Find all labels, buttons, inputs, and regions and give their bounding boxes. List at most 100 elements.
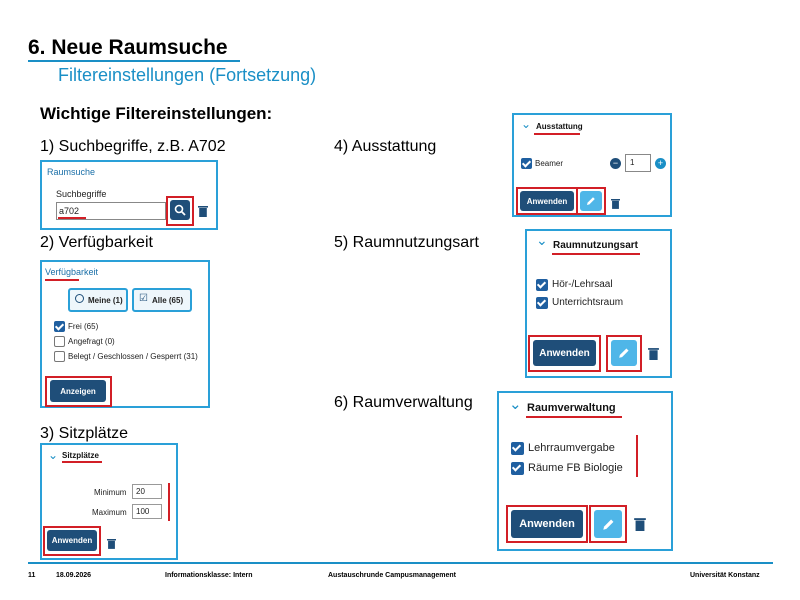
tab-mine[interactable]: Meine (1) xyxy=(68,288,128,312)
footer-org: Universität Konstanz xyxy=(690,572,760,579)
checkbox-biologie[interactable] xyxy=(511,462,524,475)
footer-classification: Informationsklasse: Intern xyxy=(165,572,253,579)
title-underline xyxy=(28,60,240,62)
label-admin: 6) Raumverwaltung xyxy=(334,394,473,411)
show-button[interactable]: Anzeigen xyxy=(50,380,106,402)
trash-icon[interactable] xyxy=(611,196,620,214)
usage-apply-button[interactable]: Anwenden xyxy=(533,340,596,366)
tab-mine-label: Meine (1) xyxy=(88,296,123,305)
label-seats: 3) Sitzplätze xyxy=(40,425,129,442)
label-equipment: 4) Ausstattung xyxy=(334,138,437,155)
search-panel: Raumsuche Suchbegriffe a702 xyxy=(40,160,218,230)
trash-icon[interactable] xyxy=(648,347,659,365)
search-input[interactable]: a702 xyxy=(56,202,166,220)
footer-divider xyxy=(28,562,773,564)
label-usage: 5) Raumnutzungsart xyxy=(334,234,479,251)
max-value: 100 xyxy=(136,507,150,516)
chevron-down-icon: ⌄ xyxy=(48,448,59,462)
search-icon xyxy=(174,204,186,216)
equipment-apply-button[interactable]: Anwenden xyxy=(520,191,574,211)
show-button-highlight xyxy=(45,376,112,407)
check-circle-icon: ☑ xyxy=(139,293,148,304)
usage-option-2: Unterrichtsraum xyxy=(552,297,624,308)
availability-header-highlight xyxy=(45,279,79,281)
search-value-highlight xyxy=(58,217,86,219)
trash-icon[interactable] xyxy=(107,536,116,554)
admin-panel: ⌄ Raumverwaltung Lehrraumvergabe Räume F… xyxy=(497,391,673,551)
checkbox-lecture-hall[interactable] xyxy=(536,279,548,291)
seats-apply-highlight xyxy=(43,526,101,556)
footer-date: 18.09.2026 xyxy=(56,572,92,579)
availability-header: Verfügbarkeit xyxy=(45,267,99,277)
edit-button[interactable] xyxy=(594,510,622,538)
checkbox-requested[interactable] xyxy=(54,336,65,347)
edit-button[interactable] xyxy=(611,340,637,366)
checkbox-beamer[interactable] xyxy=(521,158,532,169)
seats-header: Sitzplätze xyxy=(62,451,99,460)
edit-button[interactable] xyxy=(580,191,602,211)
search-input-value: a702 xyxy=(59,206,80,216)
max-label: Maximum xyxy=(92,508,127,517)
page-title: 6. Neue Raumsuche xyxy=(28,36,228,59)
chevron-down-icon: ⌄ xyxy=(509,396,522,413)
usage-panel: ⌄ Raumnutzungsart Hör-/Lehrsaal Unterric… xyxy=(525,229,672,378)
label-availability: 2) Verfügbarkeit xyxy=(40,234,153,251)
trash-icon[interactable] xyxy=(198,204,208,222)
availability-panel: Verfügbarkeit Meine (1) ☑ Alle (65) Frei… xyxy=(40,260,210,408)
min-value: 20 xyxy=(136,487,145,496)
option-occupied-label: Belegt / Geschlossen / Gesperrt (31) xyxy=(68,352,198,361)
minus-icon[interactable]: − xyxy=(610,158,621,169)
plus-icon[interactable]: + xyxy=(655,158,666,169)
checkbox-classroom[interactable] xyxy=(536,297,548,309)
trash-icon[interactable] xyxy=(634,517,646,536)
admin-apply-button[interactable]: Anwenden xyxy=(511,510,583,538)
equipment-header: Ausstattung xyxy=(536,122,583,131)
admin-edit-highlight xyxy=(589,505,627,543)
admin-option-1: Lehrraumvergabe xyxy=(528,442,615,454)
max-input[interactable]: 100 xyxy=(132,504,162,519)
checkbox-occupied[interactable] xyxy=(54,351,65,362)
pencil-icon xyxy=(587,197,595,205)
admin-apply-highlight xyxy=(506,505,588,543)
page-subtitle: Filtereinstellungen (Fortsetzung) xyxy=(58,65,317,85)
min-input[interactable]: 20 xyxy=(132,484,162,499)
label-search: 1) Suchbegriffe, z.B. A702 xyxy=(40,138,226,155)
checkbox-lehrraumvergabe[interactable] xyxy=(511,442,524,455)
option-requested-label: Angefragt (0) xyxy=(68,337,115,346)
tab-all-label: Alle (65) xyxy=(152,296,184,305)
option-free-label: Frei (65) xyxy=(68,322,99,331)
usage-option-1: Hör-/Lehrsaal xyxy=(552,279,613,290)
min-label: Minimum xyxy=(94,488,127,497)
seats-apply-button[interactable]: Anwenden xyxy=(47,530,97,551)
footer-topic: Austauschrunde Campusmanagement xyxy=(328,572,456,579)
tab-all[interactable]: ☑ Alle (65) xyxy=(132,288,192,312)
chevron-down-icon: ⌄ xyxy=(536,232,548,248)
search-panel-header: Raumsuche xyxy=(47,167,96,177)
equipment-edit-highlight xyxy=(576,187,606,215)
seats-header-highlight xyxy=(62,461,102,463)
usage-header-highlight xyxy=(552,253,640,255)
radio-icon xyxy=(75,294,84,303)
count-value: 1 xyxy=(630,158,635,167)
admin-option-2: Räume FB Biologie xyxy=(528,462,623,474)
chevron-down-icon: ⌄ xyxy=(521,117,532,131)
search-button-highlight xyxy=(166,196,194,226)
equipment-header-highlight xyxy=(534,133,580,135)
seats-panel: ⌄ Sitzplätze Minimum 20 Maximum 100 Anwe… xyxy=(40,443,178,560)
usage-apply-highlight xyxy=(528,335,601,372)
usage-header: Raumnutzungsart xyxy=(553,240,638,251)
equipment-panel: ⌄ Ausstattung Beamer − 1 + Anwenden xyxy=(512,113,672,217)
beamer-label: Beamer xyxy=(535,159,564,168)
count-input[interactable]: 1 xyxy=(625,154,651,172)
admin-header: Raumverwaltung xyxy=(527,402,616,414)
admin-header-highlight xyxy=(526,416,622,418)
admin-options-highlight xyxy=(636,435,638,477)
section-heading: Wichtige Filtereinstellungen: xyxy=(40,104,273,123)
pencil-icon xyxy=(602,519,613,530)
usage-edit-highlight xyxy=(606,335,642,372)
search-field-label: Suchbegriffe xyxy=(56,189,107,199)
footer-page-number: 11 xyxy=(28,572,36,579)
checkbox-free[interactable] xyxy=(54,321,65,332)
search-button[interactable] xyxy=(170,200,190,220)
pencil-icon xyxy=(619,348,629,358)
